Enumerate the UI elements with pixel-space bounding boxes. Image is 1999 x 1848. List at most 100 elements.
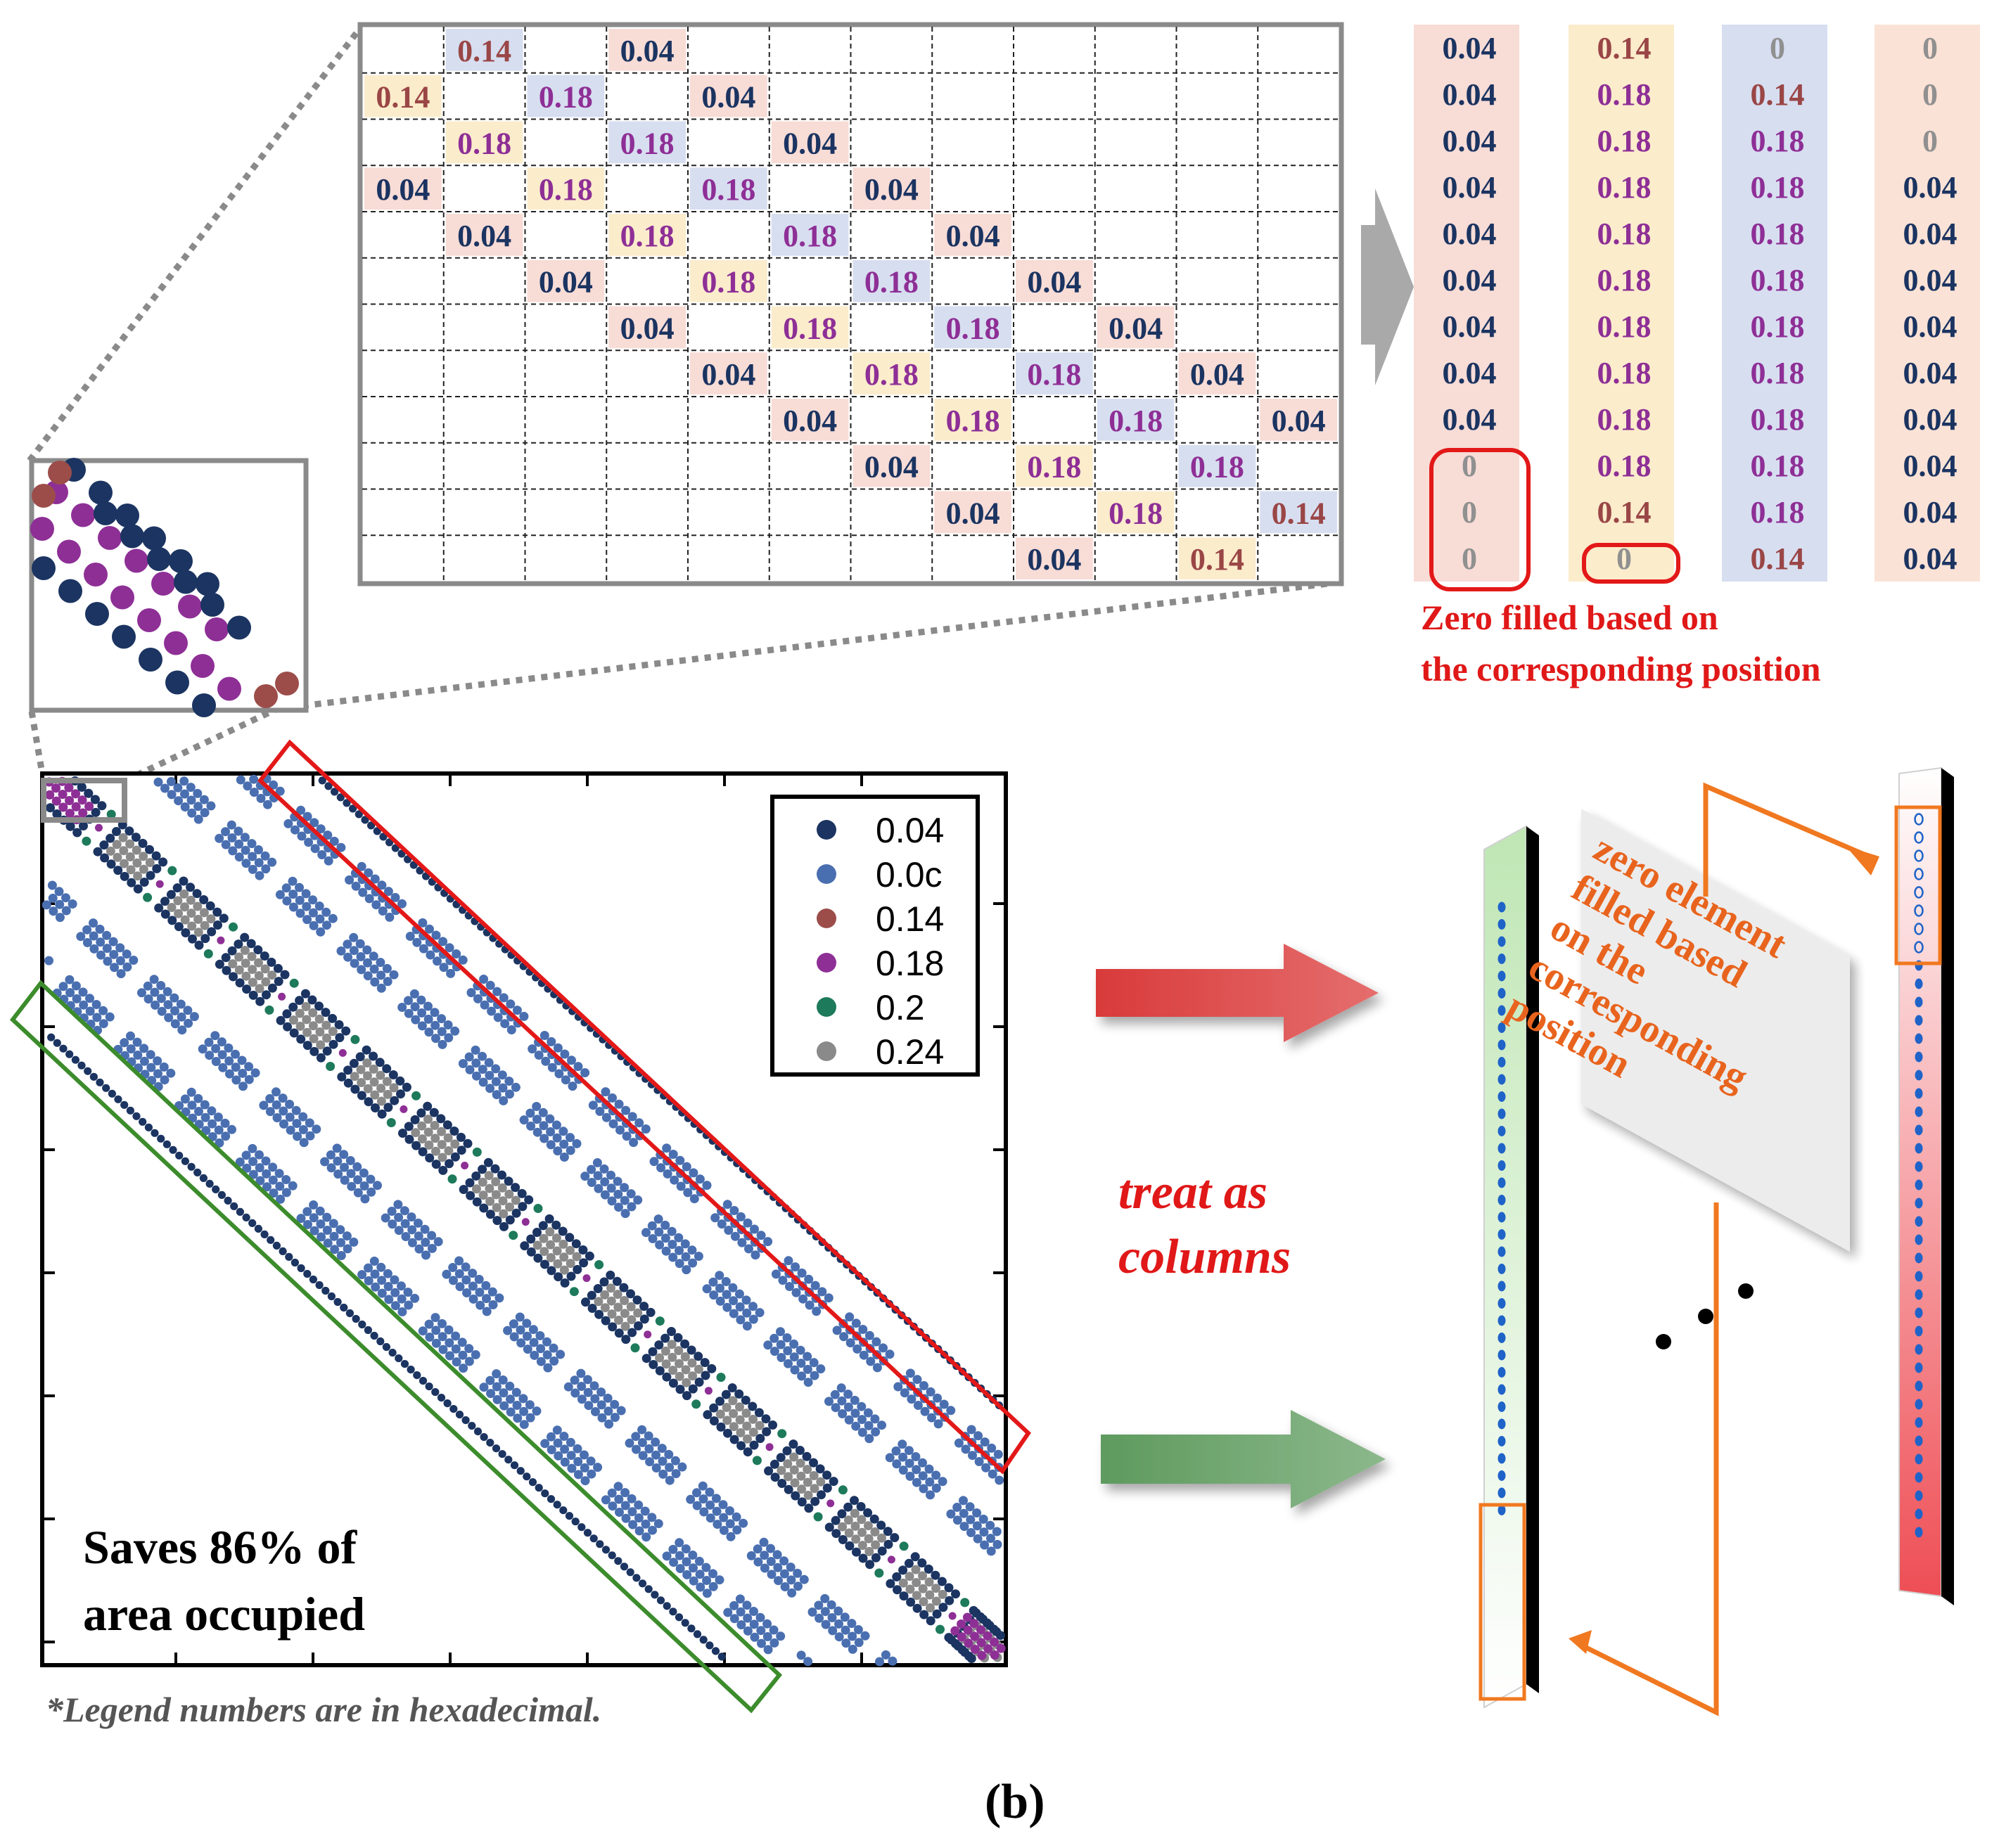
- plot-dot: [288, 876, 298, 886]
- plot-dot: [278, 992, 286, 1001]
- plot-dot: [559, 1432, 569, 1441]
- stack-column-value: 0: [1462, 495, 1477, 530]
- plot-dot: [390, 1301, 400, 1311]
- plot-dot: [918, 1571, 927, 1581]
- plot-dot: [912, 1591, 921, 1600]
- plot-dot: [268, 1175, 278, 1185]
- plot-dot: [423, 1001, 433, 1011]
- plot-dot: [969, 1605, 978, 1615]
- plot-dot: [655, 1240, 665, 1250]
- plot-dot: [454, 1269, 464, 1278]
- plot-dot: [79, 1000, 89, 1010]
- plot-dot: [355, 939, 365, 949]
- plot-dot: [885, 1349, 895, 1359]
- plot-dot: [407, 1225, 417, 1235]
- plot-dot: [61, 906, 71, 916]
- plot-dot: [595, 1107, 605, 1116]
- matrix-cell-value: 0.18: [783, 219, 837, 253]
- plot-dot: [238, 1082, 248, 1091]
- plot-dot: [963, 1625, 973, 1635]
- arrow-caption-line2: columns: [1118, 1230, 1291, 1284]
- plot-dot: [857, 1515, 867, 1525]
- thumbnail-dot: [205, 617, 229, 641]
- plot-dot: [58, 982, 68, 992]
- plot-dot: [827, 1613, 837, 1622]
- plot-dot: [944, 1583, 954, 1593]
- stack-column-value: 0.18: [1597, 170, 1652, 205]
- plot-dot: [682, 1557, 691, 1567]
- plot-dot: [810, 1371, 819, 1380]
- plot-dot: [347, 1181, 357, 1191]
- plot-dot: [668, 1352, 677, 1362]
- plot-dot: [355, 810, 363, 819]
- plot-dot: [343, 799, 351, 807]
- plot-dot: [352, 1314, 360, 1323]
- plot-dot: [349, 1237, 359, 1247]
- plot-dot: [743, 1218, 753, 1228]
- matrix-cell: 0.04: [1016, 259, 1093, 302]
- plot-dot: [236, 775, 245, 785]
- plot-dot: [170, 1019, 180, 1029]
- plot-dot: [412, 937, 422, 947]
- matrix-cell-value: 0.18: [1027, 357, 1081, 392]
- plot-dot: [77, 795, 87, 805]
- plot-dot: [511, 1195, 520, 1205]
- plot-dot: [280, 970, 290, 980]
- plot-dot: [203, 949, 213, 958]
- plot-dot: [498, 1083, 508, 1093]
- column-dot: [1915, 1326, 1923, 1337]
- plot-dot: [205, 901, 215, 911]
- plot-dot: [996, 1643, 1006, 1653]
- matrix-cell-value: 0.18: [457, 126, 511, 160]
- plot-dot: [689, 1563, 698, 1573]
- plot-dot: [972, 1521, 982, 1531]
- plot-dot: [660, 1346, 670, 1356]
- thumbnail-dot: [57, 539, 81, 564]
- plot-dot: [366, 1174, 376, 1184]
- column-dot: [1497, 1505, 1506, 1515]
- matrix-cell: 0.18: [1016, 352, 1093, 394]
- plot-dot: [263, 800, 272, 809]
- plot-dot: [680, 1239, 690, 1249]
- plot-dot: [425, 1333, 435, 1342]
- plot-dot: [627, 1202, 637, 1212]
- plot-dot: [917, 1558, 927, 1568]
- plot-dot: [881, 1650, 890, 1660]
- plot-dot: [660, 1220, 670, 1230]
- plot-dot: [529, 1337, 539, 1347]
- plot-dot: [511, 1208, 521, 1218]
- plot-dot: [426, 950, 435, 960]
- plot-dot: [451, 1331, 461, 1341]
- plot-dot: [655, 1366, 665, 1375]
- plot-dot: [843, 1502, 853, 1512]
- plot-dot: [230, 1202, 238, 1210]
- plot-dot: [541, 1056, 551, 1066]
- plot-dot: [397, 899, 407, 909]
- plot-dot: [156, 981, 166, 990]
- column-dot: [1497, 1229, 1506, 1240]
- plot-dot: [844, 1415, 854, 1425]
- plot-dot: [625, 1438, 634, 1448]
- plot-dot: [665, 1475, 675, 1485]
- plot-dot: [641, 1519, 651, 1529]
- plot-dot: [494, 1293, 504, 1303]
- plot-dot: [276, 1015, 286, 1025]
- plot-dot: [779, 1556, 789, 1566]
- plot-dot: [279, 1247, 287, 1255]
- legend-label: 0.18: [876, 944, 944, 983]
- plot-dot: [461, 1162, 469, 1169]
- plot-dot: [755, 1612, 765, 1622]
- column-dot: [1497, 1333, 1506, 1343]
- plot-dot: [990, 1637, 999, 1647]
- plot-dot: [283, 1022, 293, 1032]
- plot-dot: [58, 802, 68, 812]
- plot-dot: [52, 809, 62, 819]
- plot-dot: [606, 1170, 615, 1180]
- green-column-dots: [1497, 901, 1506, 1515]
- plot-dot: [375, 1058, 385, 1067]
- plot-dot: [205, 1179, 214, 1188]
- column-dot: [1497, 1057, 1506, 1067]
- plot-dot: [433, 1237, 443, 1247]
- plot-dot: [331, 788, 339, 796]
- plot-dot: [596, 1540, 604, 1548]
